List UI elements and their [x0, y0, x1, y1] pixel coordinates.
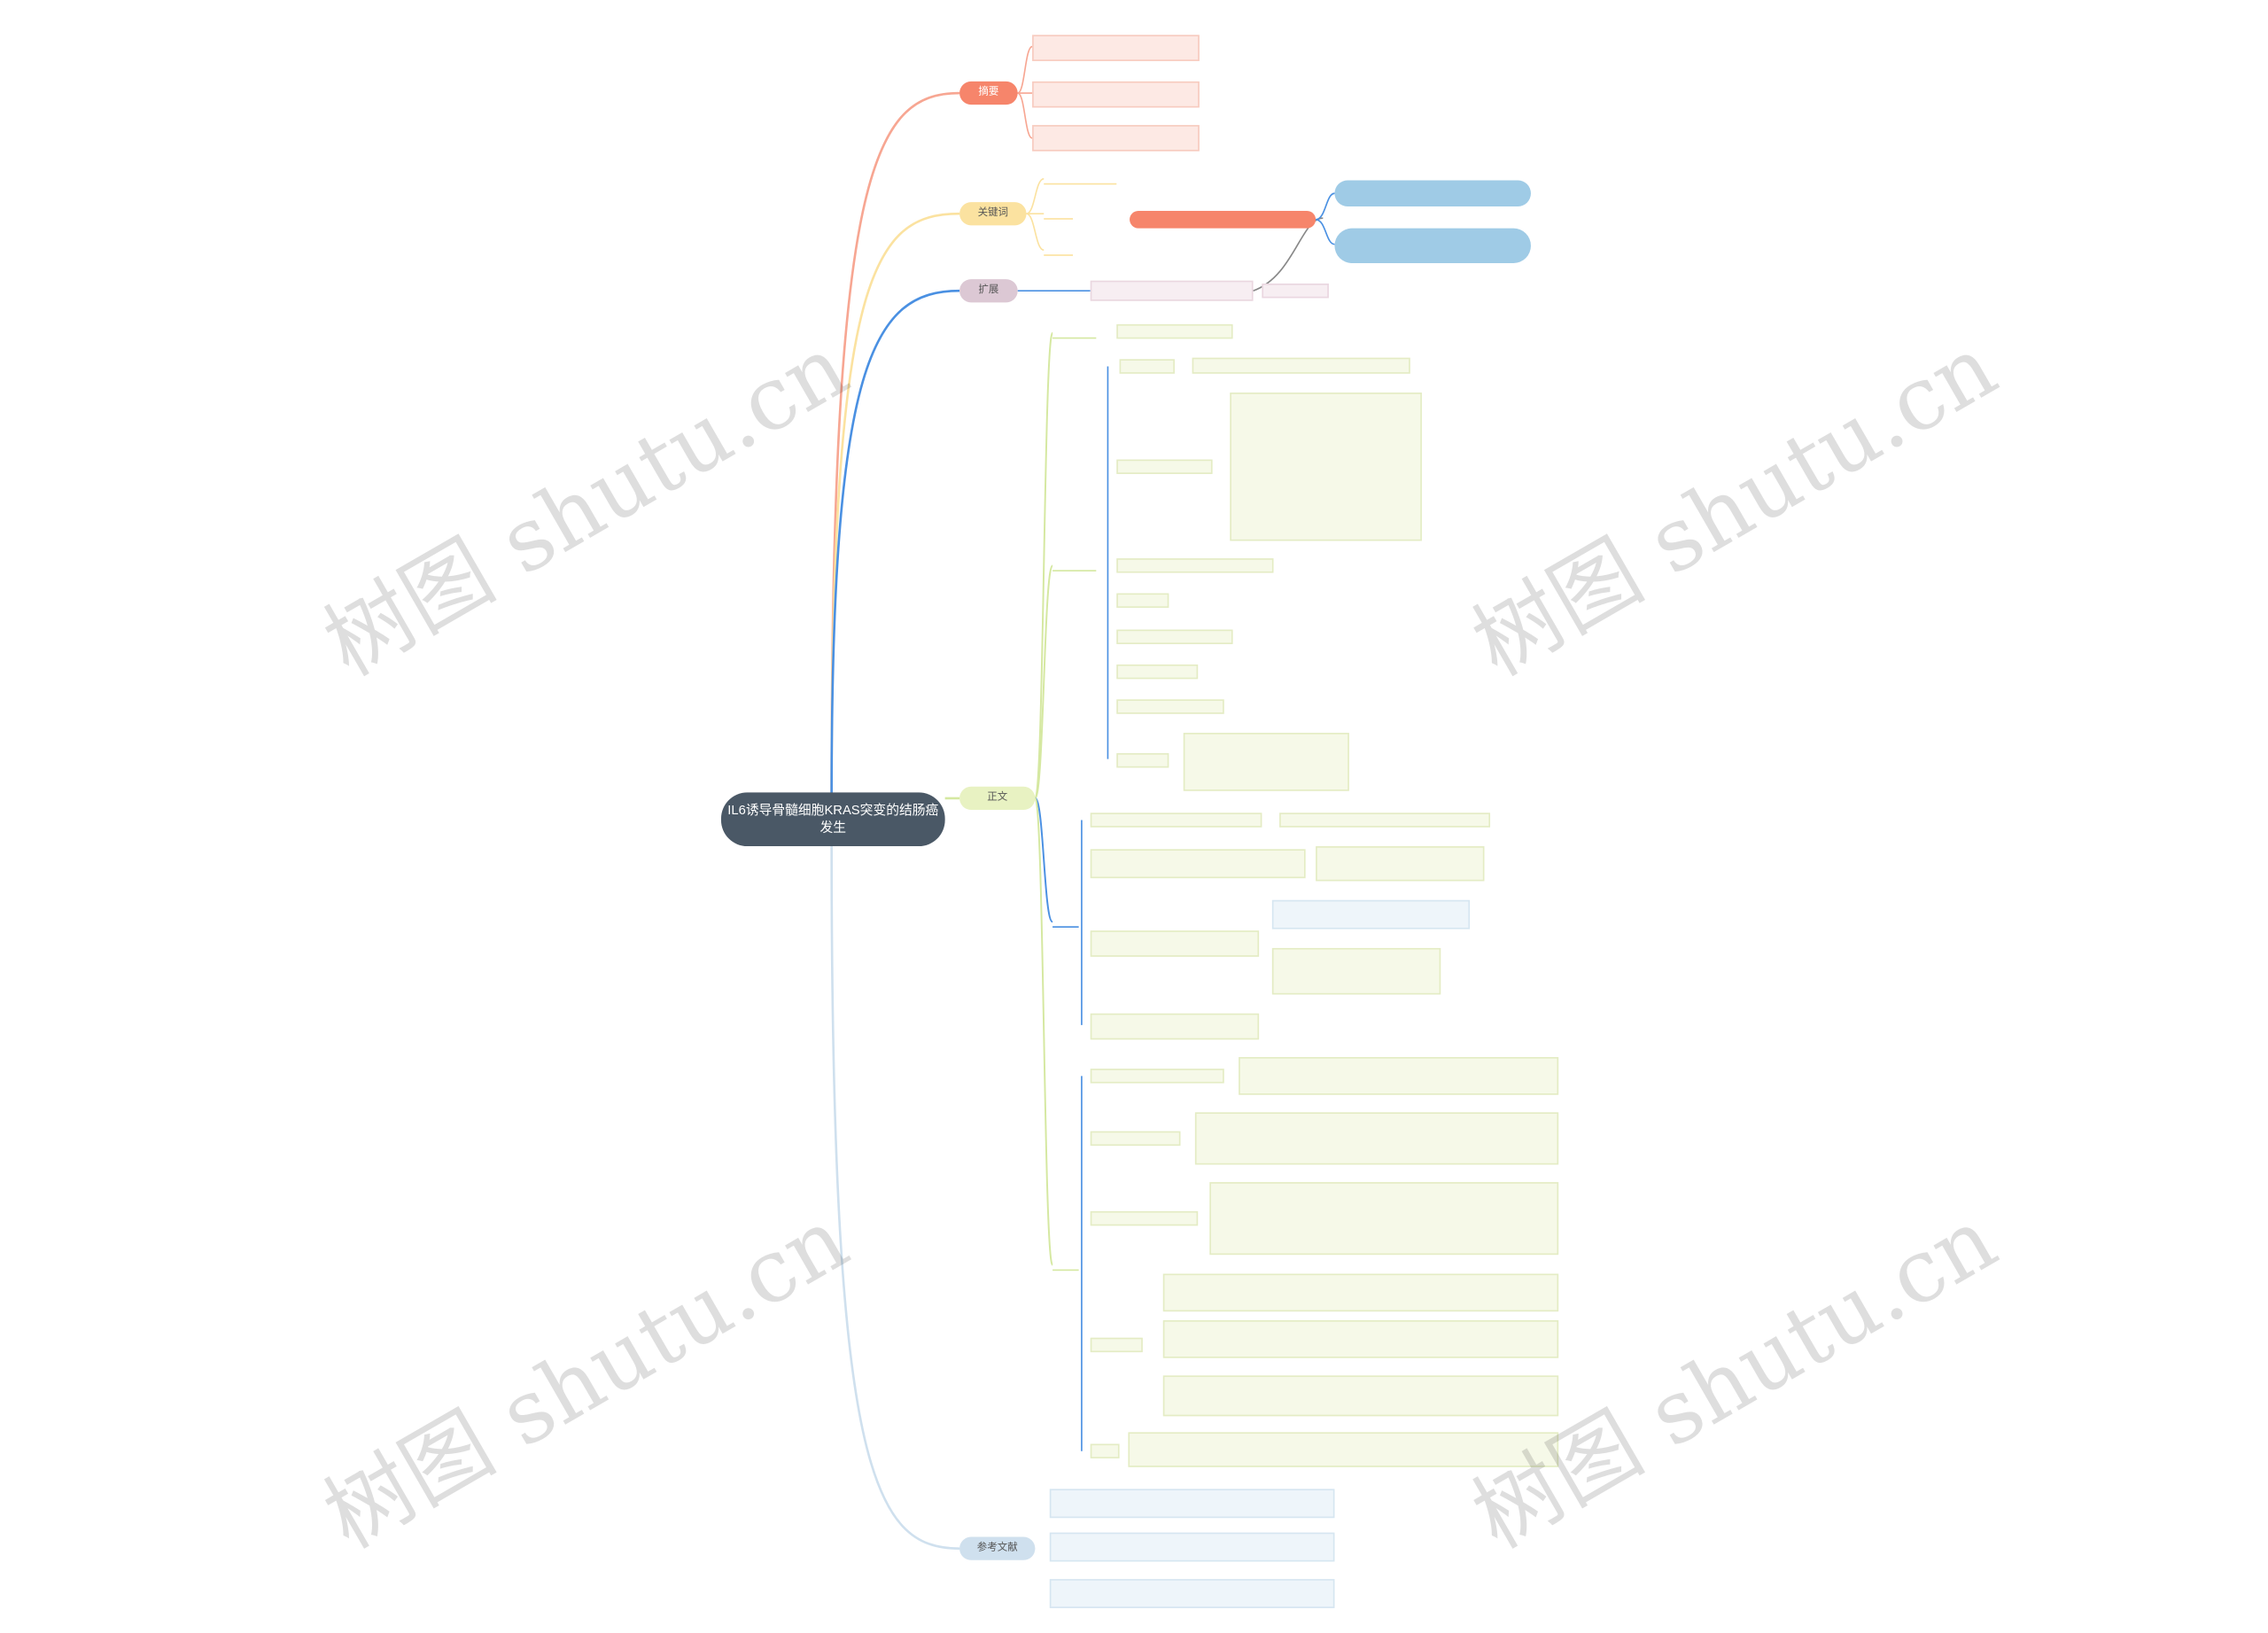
body-detail[interactable] — [1279, 813, 1491, 828]
body-item[interactable] — [1090, 1337, 1143, 1353]
body-item[interactable] — [1119, 359, 1175, 374]
body-detail[interactable] — [1271, 947, 1441, 995]
body-detail-block[interactable] — [1230, 393, 1422, 541]
body-detail[interactable] — [1239, 1057, 1559, 1095]
body-item[interactable] — [1116, 323, 1233, 339]
body-detail[interactable] — [1183, 733, 1349, 791]
expand-note[interactable] — [1334, 228, 1531, 264]
body-item[interactable] — [1116, 664, 1199, 680]
branch-keywords[interactable]: 关键词 — [959, 202, 1027, 226]
body-item[interactable] — [1090, 1443, 1120, 1458]
branch-body[interactable]: 正文 — [959, 786, 1036, 811]
body-section-methods[interactable] — [1052, 560, 1097, 572]
abstract-item[interactable] — [1032, 125, 1200, 152]
expand-item[interactable] — [1090, 280, 1254, 301]
body-detail[interactable] — [1162, 1273, 1559, 1312]
body-detail[interactable] — [1271, 899, 1471, 929]
branch-expand[interactable]: 扩展 — [959, 279, 1018, 303]
body-item[interactable] — [1090, 1210, 1199, 1226]
body-detail[interactable] — [1316, 846, 1485, 882]
expand-item[interactable] — [1262, 283, 1329, 299]
body-item[interactable] — [1116, 699, 1224, 714]
keyword-item[interactable] — [1044, 208, 1074, 220]
body-detail[interactable] — [1192, 357, 1410, 374]
keyword-item[interactable] — [1044, 245, 1074, 256]
body-detail[interactable] — [1209, 1182, 1559, 1256]
abstract-item[interactable] — [1032, 81, 1200, 108]
expand-highlight[interactable] — [1130, 210, 1317, 229]
body-detail[interactable] — [1128, 1432, 1559, 1467]
body-item[interactable] — [1090, 930, 1260, 957]
body-item[interactable] — [1116, 558, 1274, 573]
expand-note[interactable] — [1334, 180, 1531, 207]
body-item[interactable] — [1090, 849, 1306, 879]
abstract-item[interactable] — [1032, 35, 1200, 61]
body-item[interactable] — [1090, 1013, 1260, 1040]
branch-references[interactable]: 参考文献 — [959, 1536, 1036, 1560]
body-section-discussion[interactable] — [1052, 1259, 1079, 1271]
reference-item[interactable] — [1049, 1579, 1335, 1608]
body-detail[interactable] — [1162, 1320, 1559, 1358]
body-section-intro[interactable] — [1052, 327, 1097, 339]
body-item[interactable] — [1090, 1131, 1181, 1147]
body-item[interactable] — [1116, 629, 1233, 644]
keyword-item[interactable] — [1044, 173, 1117, 185]
reference-item[interactable] — [1049, 1532, 1335, 1562]
root-topic[interactable]: IL6诱导骨髓细胞KRAS突变的结肠癌发生 — [720, 792, 945, 847]
body-section-results[interactable] — [1052, 916, 1079, 928]
reference-item[interactable] — [1049, 1489, 1335, 1519]
body-detail[interactable] — [1194, 1112, 1559, 1165]
body-item[interactable] — [1116, 593, 1169, 608]
branch-abstract[interactable]: 摘要 — [959, 81, 1018, 105]
body-item[interactable] — [1090, 813, 1262, 828]
body-item[interactable] — [1116, 459, 1213, 474]
body-detail[interactable] — [1162, 1375, 1559, 1417]
body-item[interactable] — [1090, 1069, 1224, 1084]
body-item[interactable] — [1116, 753, 1169, 768]
